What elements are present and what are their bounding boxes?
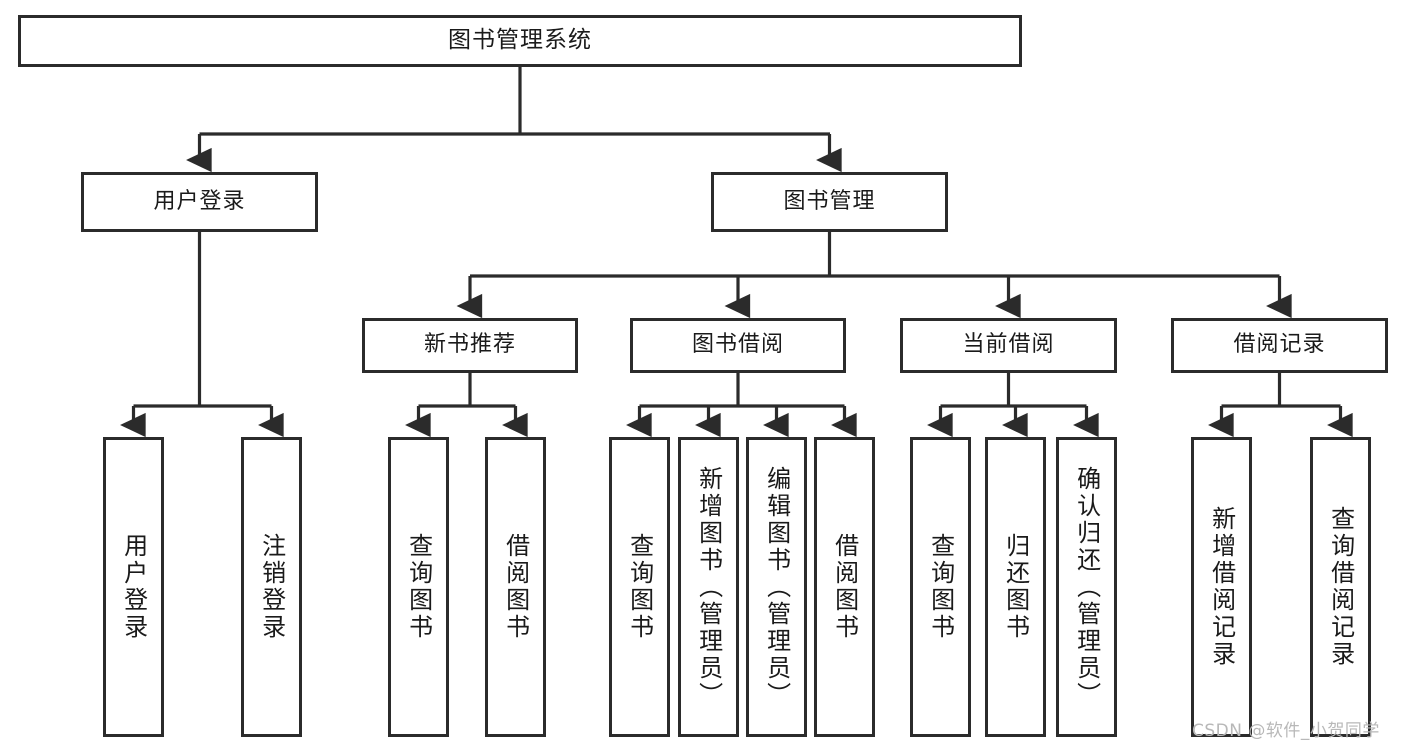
leaf-add-book[interactable]: 新增图书（管理员）	[678, 437, 739, 737]
node-root-system[interactable]: 图书管理系统	[18, 15, 1022, 67]
leaf-query-book-1[interactable]: 查询图书	[388, 437, 449, 737]
node-new-book-recommend[interactable]: 新书推荐	[362, 318, 578, 373]
leaf-query-book-3[interactable]: 查询图书	[910, 437, 971, 737]
leaf-confirm-return[interactable]: 确认归还（管理员）	[1056, 437, 1117, 737]
leaf-edit-book[interactable]: 编辑图书（管理员）	[746, 437, 807, 737]
leaf-add-record[interactable]: 新增借阅记录	[1191, 437, 1252, 737]
node-book-borrow[interactable]: 图书借阅	[630, 318, 846, 373]
leaf-user-logout[interactable]: 注销登录	[241, 437, 302, 737]
node-borrow-record[interactable]: 借阅记录	[1171, 318, 1388, 373]
leaf-borrow-book-1[interactable]: 借阅图书	[485, 437, 546, 737]
leaf-query-book-2[interactable]: 查询图书	[609, 437, 670, 737]
leaf-query-record[interactable]: 查询借阅记录	[1310, 437, 1371, 737]
node-current-borrow[interactable]: 当前借阅	[900, 318, 1117, 373]
leaf-user-login[interactable]: 用户登录	[103, 437, 164, 737]
node-book-manage[interactable]: 图书管理	[711, 172, 948, 232]
leaf-borrow-book-2[interactable]: 借阅图书	[814, 437, 875, 737]
node-user-login[interactable]: 用户登录	[81, 172, 318, 232]
leaf-return-book[interactable]: 归还图书	[985, 437, 1046, 737]
